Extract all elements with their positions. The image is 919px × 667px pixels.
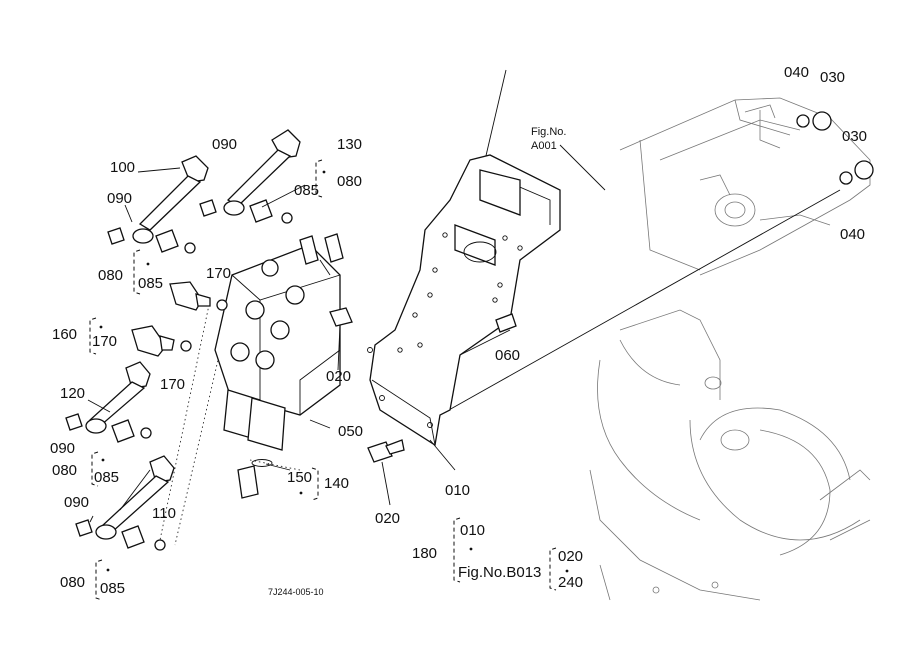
tractor-frame-outline — [589, 97, 871, 601]
label-040-a: 040 — [784, 64, 809, 81]
label-120: 120 — [60, 385, 85, 402]
label-170-b: 170 — [92, 333, 117, 350]
label-080-left2: 080 — [52, 462, 77, 479]
label-100: 100 — [110, 159, 135, 176]
bracket-dots — [99, 170, 569, 573]
label-030-b: 030 — [842, 128, 867, 145]
label-170-a: 170 — [206, 265, 231, 282]
label-010-b: 010 — [460, 522, 485, 539]
mounting-bracket — [367, 154, 561, 447]
hydraulic-fittings — [65, 111, 874, 551]
label-140: 140 — [324, 475, 349, 492]
label-010-a: 010 — [445, 482, 470, 499]
group-brackets — [89, 159, 557, 601]
label-130: 130 — [337, 136, 362, 153]
label-030-a: 030 — [820, 69, 845, 86]
label-090-left3: 090 — [64, 494, 89, 511]
label-090-left1: 090 — [107, 190, 132, 207]
part-labels: 090 130 100 085 080 090 080 085 170 160 … — [50, 64, 867, 597]
label-085-left2: 085 — [94, 469, 119, 486]
label-080-left1: 080 — [98, 267, 123, 284]
label-110: 110 — [152, 505, 176, 522]
label-020-a: 020 — [326, 368, 351, 385]
label-050: 050 — [338, 423, 363, 440]
drawing-code: 7J244-005-10 — [268, 587, 324, 597]
label-fig-b013: Fig.No.B013 — [458, 564, 541, 581]
label-170-c: 170 — [160, 376, 185, 393]
label-085-top: 085 — [294, 182, 319, 199]
label-150: 150 — [287, 469, 312, 486]
label-020-b: 020 — [375, 510, 400, 527]
label-040-b: 040 — [840, 226, 865, 243]
label-090-left2: 090 — [50, 440, 75, 457]
control-valve-assembly — [214, 233, 344, 451]
label-fig-ref-title: Fig.No. — [531, 126, 566, 138]
label-160: 160 — [52, 326, 77, 343]
label-085-left1: 085 — [138, 275, 163, 292]
label-080-top: 080 — [337, 173, 362, 190]
leader-lines — [87, 167, 456, 523]
label-180: 180 — [412, 545, 437, 562]
label-090-top: 090 — [212, 136, 237, 153]
label-080-left3: 080 — [60, 574, 85, 591]
label-085-left3: 085 — [100, 580, 125, 597]
label-060: 060 — [495, 347, 520, 364]
label-fig-ref-number: A001 — [531, 140, 557, 152]
label-240: 240 — [558, 574, 583, 591]
label-020-c: 020 — [558, 548, 583, 565]
